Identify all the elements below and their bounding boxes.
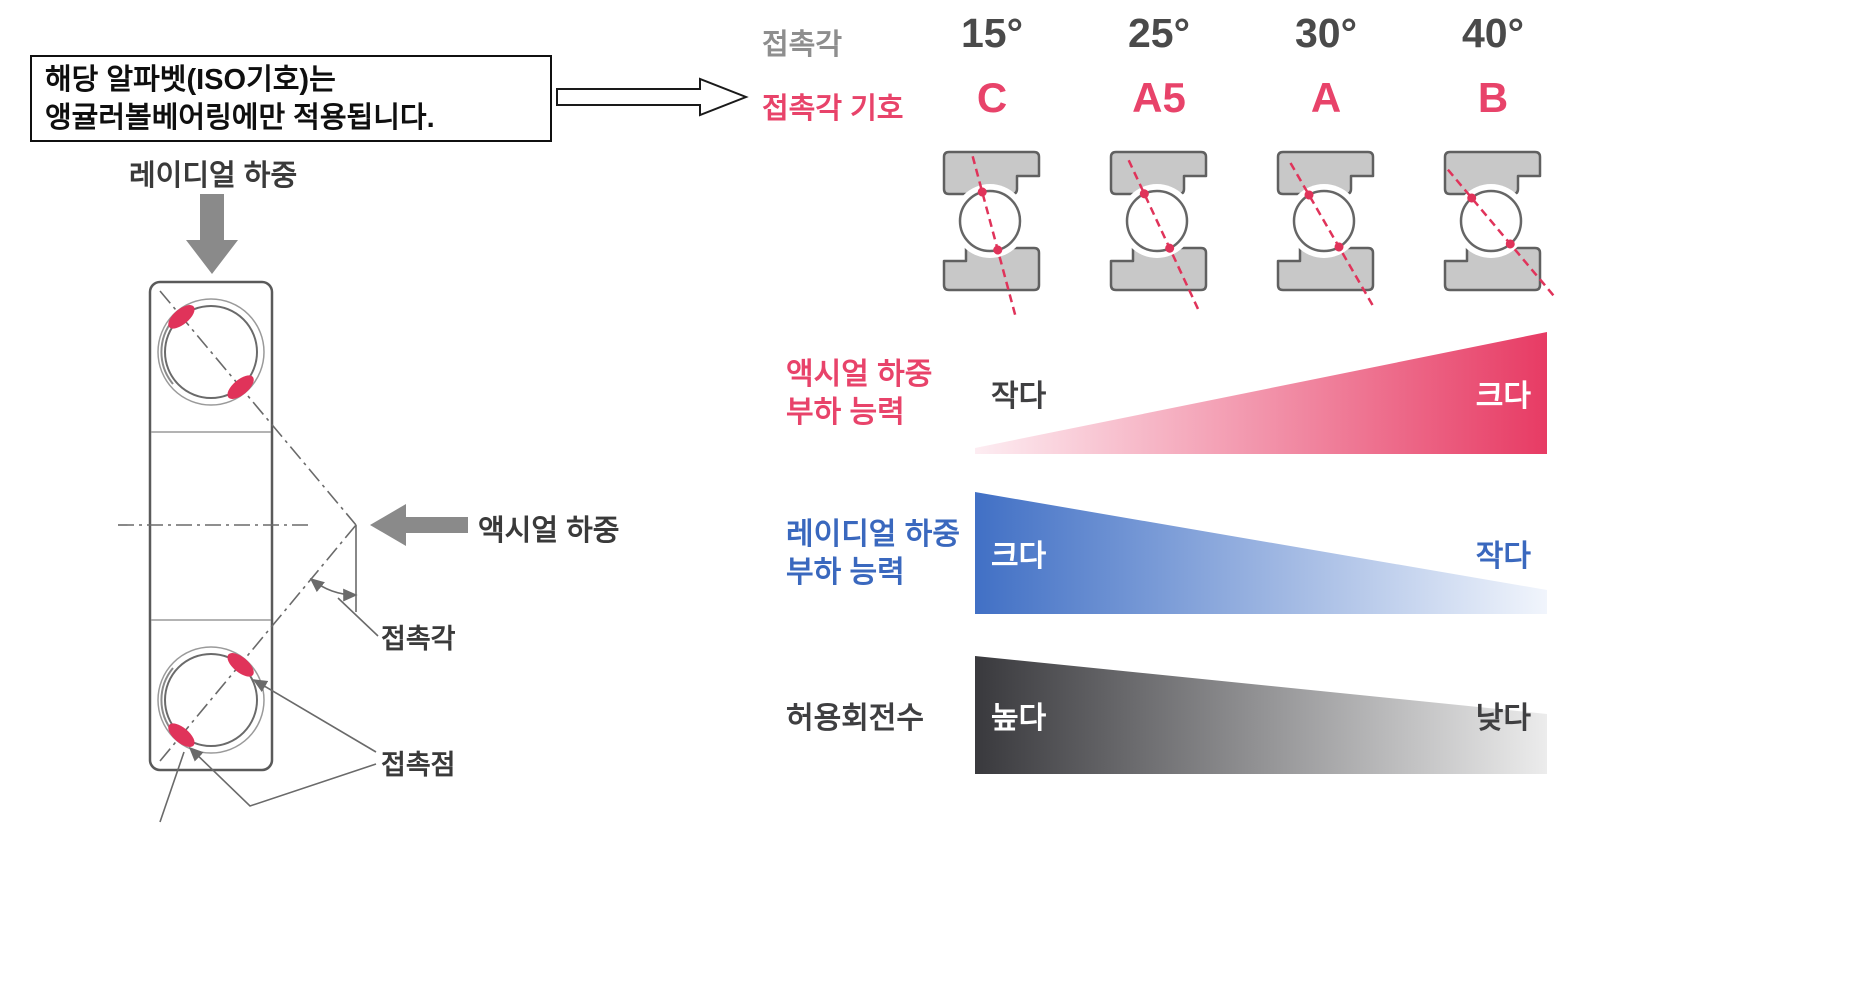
axial-load-arrow-icon [370,504,468,546]
axial-capacity-label-line2: 부하 능력 [786,396,905,429]
bearing-icon-30 [1276,150,1375,306]
axial-load-label: 액시얼 하중 [478,515,620,547]
radial-capacity-label-line1: 레이디얼 하중 [786,518,960,551]
contact-angle-annotation [309,525,379,637]
allowable-speed-label-line1: 허용회전수 [786,702,924,735]
contact-point-leaders [159,679,377,823]
axial-capacity-label-line1: 액시얼 하중 [786,358,933,391]
symbol-row-label: 접촉각 기호 [762,93,904,125]
symbol-value-4: B [1477,74,1509,121]
speed-wedge-left-text: 높다 [991,702,1047,735]
symbol-value-3: A [1310,74,1342,121]
axial-capacity-label: 액시얼 하중 부하 능력 [786,356,932,432]
symbol-value-1: C [976,74,1008,121]
bottom-contact-line [159,524,357,762]
radial-capacity-wedge: 크다 작다 [975,490,1547,616]
contact-line-25 [1127,159,1200,310]
top-contact-line [159,290,357,526]
callout-line-2: 앵귤러볼베어링에만 적용됩니다. [45,101,435,134]
symbol-value-2: A5 [1132,74,1186,121]
angle-value-2: 25° [1127,10,1190,56]
contact-angle-header-label: 접촉각 [762,29,843,61]
axial-wedge-left-text: 작다 [991,380,1047,413]
bearing-icon-40 [1443,150,1555,297]
angle-value-1: 15° [960,10,1023,56]
contact-point-label: 접촉점 [381,750,456,780]
callout-box: 해당 알파벳(ISO기호)는 앵귤러볼베어링에만 적용됩니다. [30,55,552,142]
contact-line-40 [1446,168,1555,297]
angle-value-3: 30° [1294,10,1357,56]
contact-line-30 [1289,162,1374,306]
bearing-icon-25 [1109,150,1208,310]
radial-capacity-label: 레이디얼 하중 부하 능력 [786,516,960,592]
contact-angle-label: 접촉각 [381,624,456,654]
callout-line-1: 해당 알파벳(ISO기호)는 [45,63,336,96]
radial-load-label: 레이디얼 하중 [129,160,298,192]
bearing-icon-15 [942,150,1041,316]
contact-line-15 [971,155,1017,316]
speed-wedge-right-text: 낮다 [1475,702,1531,735]
bearing-cross-section-diagram [118,77,749,823]
callout-arrow-icon [556,77,749,117]
radial-wedge-right-text: 작다 [1475,540,1531,573]
radial-wedge-left-text: 크다 [991,540,1047,573]
radial-capacity-label-line2: 부하 능력 [786,556,905,589]
angle-value-4: 40° [1461,10,1524,56]
bearing-body [148,280,274,772]
axial-wedge-right-text: 크다 [1475,380,1531,413]
allowable-speed-wedge: 높다 낮다 [975,654,1547,776]
axial-capacity-wedge: 작다 크다 [975,330,1547,456]
radial-load-arrow-icon [186,194,238,274]
contact-point-marks [168,305,254,747]
allowable-speed-label: 허용회전수 [786,700,924,738]
